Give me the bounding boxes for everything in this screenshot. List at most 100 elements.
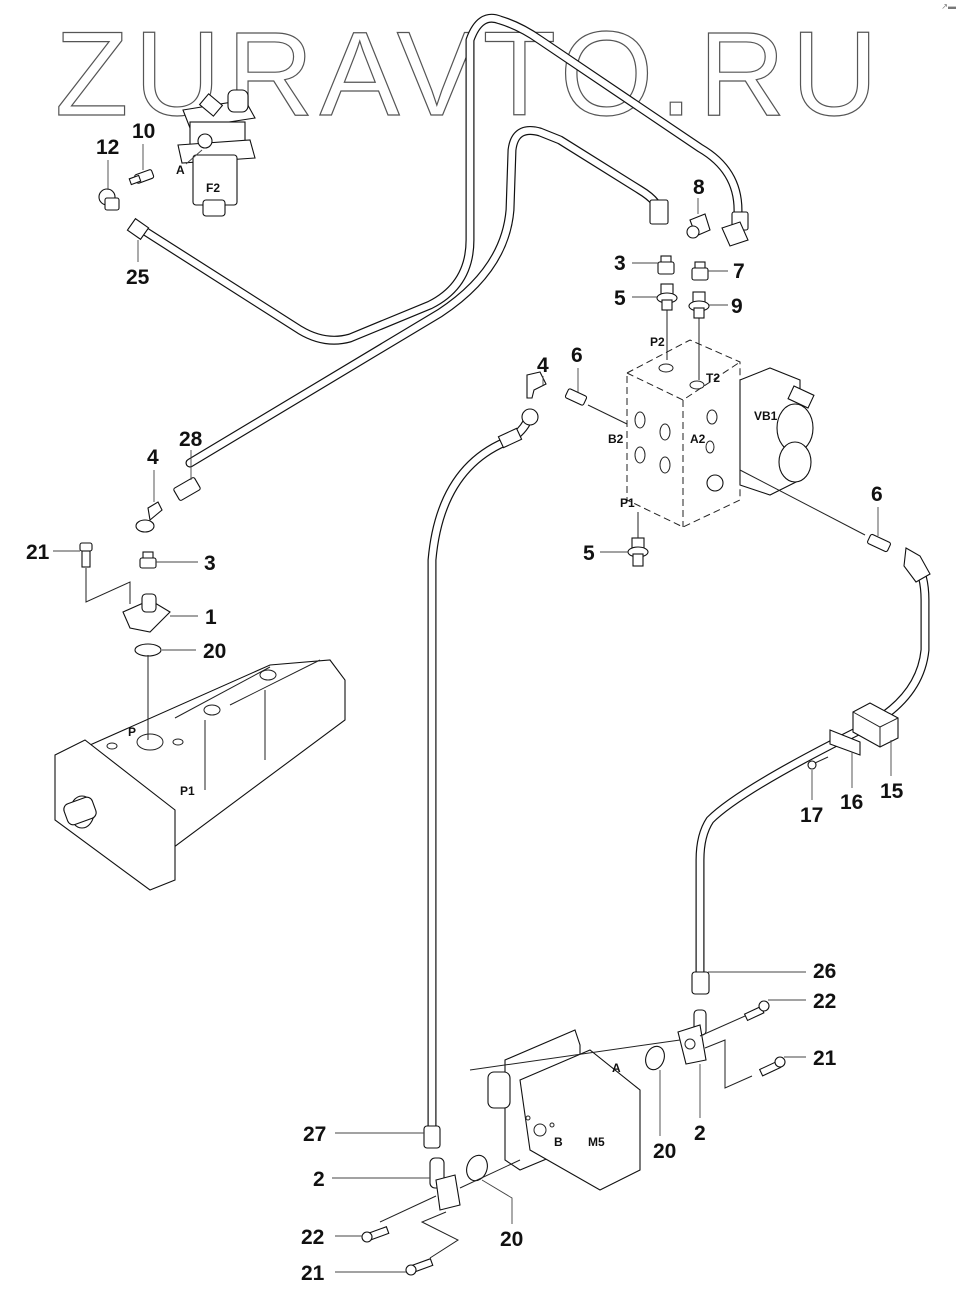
fitting-3-lower[interactable] [139, 551, 157, 569]
callout-number: 12 [96, 136, 119, 159]
screw-21-upper[interactable] [79, 542, 93, 568]
callout-number: 3 [204, 552, 216, 575]
pump-label: P1 [180, 784, 195, 798]
tube-27[interactable] [427, 417, 532, 1133]
fitting-6-upper[interactable] [564, 388, 588, 406]
screw-22-left[interactable] [361, 1226, 390, 1243]
pump-p1[interactable]: P P1 [54, 659, 346, 891]
callout-6-upper: 6 [571, 344, 583, 392]
oring-20-right[interactable] [642, 1044, 667, 1073]
fitting-7[interactable] [691, 261, 709, 281]
elbow-2-left[interactable] [429, 1157, 461, 1211]
callout-number: 27 [303, 1123, 326, 1146]
callout-10: 10 [132, 120, 155, 170]
callout-22-left: 22 [301, 1226, 362, 1249]
callout-number: 9 [731, 295, 743, 318]
callout-6-lower: 6 [871, 483, 883, 536]
callout-5-top: 5 [614, 287, 657, 310]
fitting-4-lower[interactable] [135, 501, 163, 533]
callout-number: 2 [694, 1122, 706, 1145]
bolt-17[interactable] [807, 756, 829, 770]
oring-20-upper[interactable] [134, 643, 162, 657]
assembly-lines [85, 310, 866, 1259]
fitting-10[interactable] [128, 169, 155, 186]
callout-4-lower: 4 [147, 446, 159, 502]
callout-number: 7 [733, 260, 745, 283]
screw-22-right[interactable] [743, 1000, 770, 1022]
callout-22-right: 22 [768, 990, 836, 1013]
fitting-5-top[interactable] [656, 283, 678, 311]
valve-port-a2: A2 [690, 432, 706, 446]
callout-number: 25 [126, 266, 150, 289]
motor-label: M5 [588, 1135, 605, 1149]
tube-25[interactable] [135, 13, 743, 345]
callout-number: 28 [179, 428, 203, 451]
callout-number: 15 [880, 780, 904, 803]
screw-21-right[interactable] [758, 1056, 786, 1077]
callout-17: 17 [800, 770, 823, 827]
callout-number: 21 [301, 1262, 325, 1285]
callout-number: 20 [203, 640, 226, 663]
callout-15: 15 [880, 740, 904, 803]
callout-16: 16 [840, 752, 863, 814]
callout-1: 1 [170, 606, 217, 629]
callout-number: 4 [537, 354, 549, 377]
callout-number: 3 [614, 252, 626, 275]
callout-number: 21 [813, 1047, 837, 1070]
fitting-12[interactable] [98, 188, 120, 211]
callout-number: 22 [301, 1226, 324, 1249]
fitting-3-top[interactable] [657, 255, 675, 275]
callout-12: 12 [96, 136, 119, 190]
fitting-4-upper[interactable] [526, 371, 547, 399]
callout-21-left: 21 [301, 1262, 406, 1285]
clamp-plate-16[interactable] [829, 729, 861, 756]
fitting-8[interactable] [686, 213, 711, 239]
screw-21-left[interactable] [405, 1258, 434, 1276]
fitting-5-lower[interactable] [627, 537, 649, 567]
callout-20-upper: 20 [162, 640, 226, 663]
callout-9: 9 [709, 295, 743, 318]
valve-block-label: VB1 [754, 409, 778, 423]
valve-block-vb1[interactable]: P2 T2 B2 A2 P1 VB1 [608, 335, 815, 528]
callout-number: 21 [26, 541, 50, 564]
tube-26[interactable] [695, 555, 930, 985]
callout-2-right: 2 [694, 1064, 706, 1145]
callout-28: 28 [179, 428, 203, 480]
fitting-6-lower[interactable] [867, 533, 891, 553]
corner-mark: ↗▬ [941, 2, 956, 11]
clamp-block-15[interactable] [852, 702, 899, 748]
callout-26: 26 [708, 960, 836, 983]
callout-27: 27 [303, 1123, 424, 1146]
oring-20-left[interactable] [463, 1152, 491, 1183]
callout-number: 2 [313, 1168, 325, 1191]
valve-port-p2: P2 [650, 335, 665, 349]
valve-port-t2: T2 [706, 371, 720, 385]
motor-m5[interactable]: A B M5 [487, 1029, 641, 1191]
callout-3-top: 3 [614, 252, 658, 275]
callout-20-left: 20 [481, 1179, 523, 1251]
callout-number: 4 [147, 446, 159, 469]
callout-4-upper: 4 [537, 354, 549, 385]
callout-7: 7 [708, 260, 745, 283]
callout-number: 20 [500, 1228, 523, 1251]
filter-port-a: A [176, 163, 185, 177]
callout-25: 25 [126, 240, 150, 289]
elbow-2-right[interactable] [677, 1009, 707, 1065]
callout-number: 10 [132, 120, 155, 143]
callout-number: 20 [653, 1140, 676, 1163]
callout-5-lower: 5 [583, 542, 628, 565]
leader-line [481, 1179, 513, 1224]
tube-28[interactable] [185, 126, 665, 468]
motor-port-b: B [554, 1135, 563, 1149]
callout-21-upper: 21 [26, 541, 80, 564]
flange-1[interactable] [122, 593, 171, 633]
callout-number: 22 [813, 990, 836, 1013]
callout-number: 26 [813, 960, 836, 983]
callout-number: 1 [205, 606, 217, 629]
fitting-9[interactable] [688, 291, 710, 319]
callout-20-right: 20 [653, 1070, 676, 1163]
filter-f2[interactable]: F2 A [176, 89, 256, 217]
callout-number: 8 [693, 176, 705, 199]
callout-3-lower: 3 [156, 552, 216, 575]
